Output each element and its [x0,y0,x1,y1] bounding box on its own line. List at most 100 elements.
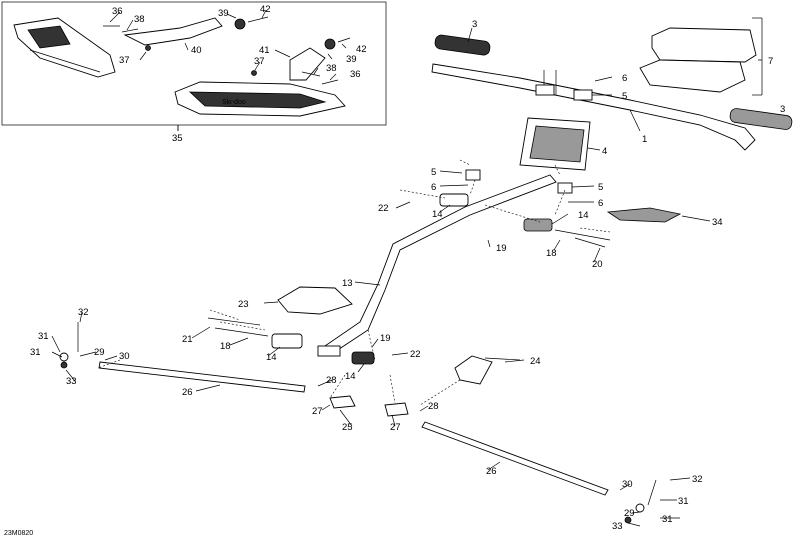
diagram-code: 23M0820 [4,530,33,537]
callout-3-right: 3 [780,104,785,115]
callout-20: 20 [592,259,603,270]
handguard-left [13,17,116,78]
callout-18-upper: 18 [546,248,557,259]
clamp-5-top [573,89,593,101]
callout-36-inset-right: 36 [350,69,361,80]
callout-33-left: 33 [66,376,77,387]
callout-18-lower: 18 [220,341,231,352]
bolt-36b [321,79,339,85]
svg-text:Ski-doo: Ski-doo [222,99,246,106]
callout-32-right: 32 [692,474,703,485]
callout-26-left: 26 [182,387,193,398]
tie-rod-left [59,322,306,393]
clamp-5-mid-left [465,169,481,181]
callout-31-right-a: 31 [678,496,689,507]
bolt-38b [301,71,321,77]
grip-right [729,108,793,130]
handlebar-pad [639,17,763,96]
nut-37b [251,70,257,76]
callout-23: 23 [238,299,249,310]
bolt-18-lower [214,327,269,337]
leader-lines [51,9,762,527]
callout-31-left-a: 31 [38,331,49,342]
callout-42-inset-top: 42 [260,4,271,15]
bracket-40 [123,17,223,46]
callout-41: 41 [259,45,270,56]
callout-37-inset-left: 37 [119,55,130,66]
callout-36-inset-top: 36 [112,6,123,17]
callout-6-mid-right: 6 [598,198,603,209]
callout-22-lower: 22 [410,349,421,360]
handlebar [431,63,756,151]
callout-39-inset-top: 39 [218,8,229,19]
bolt-18-upper [554,229,611,241]
connection-dashes [97,159,611,406]
callout-34: 34 [712,217,723,228]
callout-6-top: 6 [622,73,627,84]
callout-1: 1 [642,134,647,145]
inset-box-handguards [1,1,387,126]
callout-39-inset-right: 39 [346,54,357,65]
callout-19-lower: 19 [380,333,391,344]
callout-5-top: 5 [622,91,627,102]
callout-38-inset-top: 38 [134,14,145,25]
callout-21: 21 [182,334,193,345]
bearing-clamp-upper-right [523,218,553,232]
callout-38-inset-right: 38 [326,63,337,74]
callout-40: 40 [191,45,202,56]
clamp-39b [324,38,336,50]
riser-block [519,117,591,171]
callout-33-right: 33 [612,521,623,532]
callout-14-lower-left: 14 [266,352,277,363]
clamp-39a [234,18,246,30]
callout-6-mid-left: 6 [431,182,436,193]
bolt-42a [247,16,269,23]
bolt-21 [207,317,261,326]
bolt-38a [121,28,139,33]
callout-14-upper-right: 14 [578,210,589,221]
callout-31-right-b: 31 [662,514,673,525]
clamp-5-top2 [535,84,555,96]
callout-19-upper: 19 [496,243,507,254]
callout-28-right: 28 [428,401,439,412]
callout-27-left: 27 [312,406,323,417]
callout-4: 4 [602,146,607,157]
column-cover [277,286,353,315]
bearing-clamp-lower-right [351,351,375,365]
bearing-clamp-upper-left [439,193,469,207]
callout-25: 25 [342,422,353,433]
callout-26-right: 26 [486,466,497,477]
column-end [317,345,341,357]
callout-22-upper: 22 [378,203,389,214]
bracket-41 [289,47,326,81]
ball-joint-27 [384,402,409,417]
clamp-5-mid-right [557,182,573,194]
ball-joint-25 [329,395,356,409]
callout-42-inset-right: 42 [356,44,367,55]
handguard-right: Ski-doo [174,81,346,117]
callout-30-left: 30 [119,351,130,362]
callout-31-left-b: 31 [30,347,41,358]
bolt-42b [337,37,351,43]
steering-arm [454,355,493,385]
callout-24: 24 [530,356,541,367]
callout-3-top: 3 [472,19,477,30]
steering-arm-rod [484,357,521,361]
callout-29-right: 29 [624,508,635,519]
bolt-20 [574,237,606,248]
callout-14-lower-right: 14 [345,371,356,382]
callout-32-left: 32 [78,307,89,318]
callout-5-mid-left: 5 [431,167,436,178]
callout-27-right: 27 [390,422,401,433]
tie-rod-right [421,421,657,524]
callout-29-left: 29 [94,347,105,358]
steering-column [321,174,557,356]
callout-5-mid-right: 5 [598,182,603,193]
nut-37a [145,45,151,51]
bearing-clamp-lower-left [271,333,303,349]
mounting-plate [606,207,682,223]
callout-7: 7 [768,56,773,67]
callout-13: 13 [342,278,353,289]
